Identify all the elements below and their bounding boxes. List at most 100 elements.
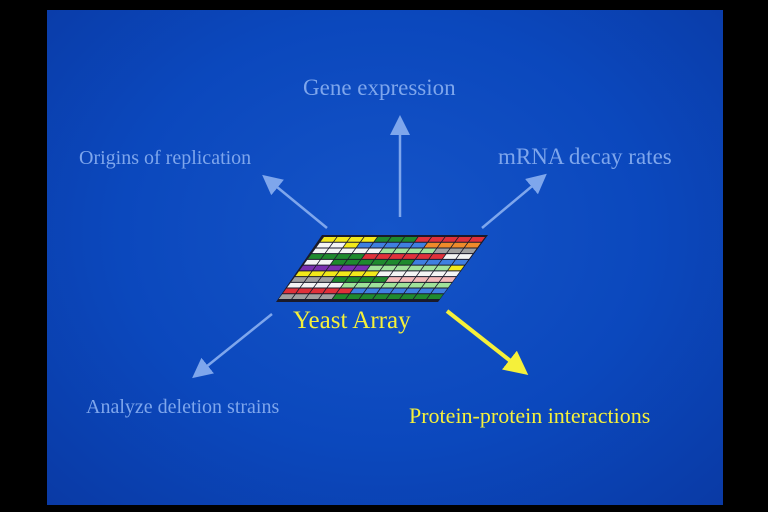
array-cell [413,294,430,299]
array-cell [422,282,439,288]
array-cell [321,254,338,259]
array-cell [314,282,331,288]
array-cell [287,282,304,288]
array-cell [368,282,385,288]
array-cell [417,288,434,294]
array-cell [395,282,412,288]
array-cell [345,277,362,282]
array-cell [308,271,325,277]
arrow-down-left [192,313,273,379]
array-cell [379,248,396,254]
array-cell [386,294,403,299]
array-cell [343,242,360,248]
arrow-up-right [481,173,547,229]
array-cell [455,237,472,242]
array-cell [309,288,326,294]
array-cell [350,288,367,294]
array-cell [433,248,450,254]
array-cell [400,294,417,299]
array-cell [352,248,369,254]
array-cell [323,288,340,294]
array-cell [398,259,415,265]
array-cell [291,277,308,282]
array-cell [403,271,420,277]
array-cell [416,271,433,277]
array-cell [325,248,342,254]
array-cell [385,277,402,282]
array-cell [336,288,353,294]
array-cell [404,288,421,294]
label-gene-expression: Gene expression [303,75,456,100]
array-cell [431,288,448,294]
array-cell [443,254,459,259]
array-cell [278,294,295,299]
array-cell [295,271,312,277]
array-cell [367,265,384,271]
label-protein-protein-interactions: Protein-protein interactions [409,403,651,428]
array-cell [411,259,428,265]
array-cell [438,259,455,265]
array-cell [406,248,423,254]
array-cell [303,259,320,265]
array-cell [448,265,465,271]
array-cell [399,277,416,282]
array-cell [317,259,334,265]
array-cell [296,288,313,294]
array-cell [300,282,317,288]
array-cell [308,254,324,259]
array-cell [330,259,347,265]
array-cell [447,248,464,254]
array-cell [363,288,380,294]
array-cell [425,259,442,265]
array-cell [401,237,418,242]
array-cell [394,265,411,271]
array-cell [322,271,339,277]
array-cell [305,294,322,299]
array-cell [381,282,398,288]
label-mrna-decay-rates: mRNA decay rates [498,144,672,169]
array-cell [416,254,432,259]
array-cell [344,259,361,265]
array-cell [329,242,346,248]
array-cell [334,237,350,242]
array-cell [389,271,406,277]
label-origins-of-replication: Origins of replication [79,147,252,169]
array-cell [339,248,356,254]
array-cell [412,277,429,282]
array-cell [407,265,424,271]
array-cell [299,265,316,271]
array-cell [362,271,379,277]
array-cell [383,242,400,248]
array-cell [331,277,348,282]
array-cell [430,271,447,277]
array-cell [327,282,344,288]
array-cell [460,248,477,254]
array-cell [434,265,451,271]
array-cell [408,282,425,288]
array-cell [410,242,427,248]
array-cell [319,294,336,299]
label-analyze-deletion-strains: Analyze deletion strains [86,396,280,418]
arrow-down-right-highlighted [445,309,529,375]
array-cell [437,242,454,248]
array-cell [376,271,393,277]
array-cell [326,265,343,271]
array-cell [362,254,378,259]
array-cell [353,265,370,271]
array-cell [318,277,335,282]
array-cell [359,294,376,299]
yeast-array-grid [276,235,488,302]
array-cell [366,248,383,254]
array-cell [341,282,358,288]
array-cell [347,237,364,242]
array-cell [354,282,371,288]
center-label-yeast-array: Yeast Array [293,307,411,334]
array-cell [420,248,437,254]
array-cell [377,288,394,294]
array-cell [320,237,337,242]
array-cell [397,242,414,248]
array-cell [335,254,351,259]
array-cell [304,277,321,282]
array-cell [393,248,410,254]
array-cell [312,248,329,254]
